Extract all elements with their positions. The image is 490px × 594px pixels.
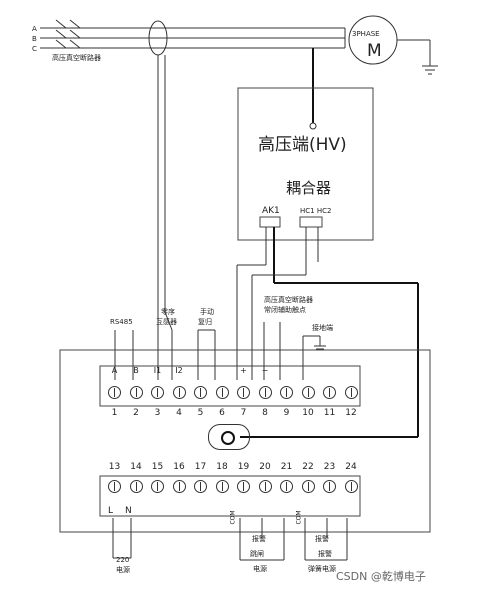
top-terminal-number: 12 — [345, 408, 357, 418]
bottom-terminal-number: 15 — [151, 462, 164, 472]
top-terminal-letter: B — [133, 366, 139, 375]
breaker-label: 高压真空断路器 — [52, 53, 101, 62]
manual-reset-label-2: 复归 — [198, 317, 212, 326]
bottom-letter-l: L — [108, 506, 114, 516]
phase-label-b: B — [32, 35, 37, 43]
top-terminal-screw — [344, 386, 358, 399]
top-terminal-screw — [301, 386, 315, 399]
top-terminal-number: 6 — [219, 408, 225, 418]
manual-reset-label-1: 手动 — [200, 307, 214, 316]
phase-lines — [40, 19, 346, 49]
top-terminal-screw — [215, 386, 229, 399]
power-supply-label-2: 电源 — [116, 565, 130, 574]
top-terminal-screw — [194, 386, 207, 399]
bottom-terminal-number: 16 — [173, 462, 185, 472]
watermark: CSDN @乾博电子 — [336, 570, 426, 583]
bottom-terminal-number: 19 — [237, 462, 250, 472]
alarm-label-2: 报警 — [318, 549, 332, 558]
bottom-terminal-number: 20 — [259, 462, 271, 472]
top-terminal-screw — [323, 386, 336, 399]
center-ct-window — [208, 424, 250, 450]
top-terminal-screw — [280, 386, 293, 399]
top-terminal-letter: + — [240, 366, 247, 375]
bottom-terminal-screw — [301, 480, 315, 493]
bottom-terminal-number: 13 — [108, 462, 121, 472]
alarm-label-1: 报警 — [315, 534, 329, 543]
top-terminal-number: 2 — [133, 408, 139, 418]
top-terminal-screw — [237, 386, 250, 399]
trip-label-1: 报警 — [252, 534, 266, 543]
bottom-terminal-screw — [172, 480, 186, 493]
top-terminal-screw — [129, 386, 143, 399]
vacuum-aux-label-2: 常闭辅助触点 — [264, 305, 306, 314]
top-terminal-screw — [108, 386, 121, 399]
bottom-terminal-screw — [151, 480, 164, 493]
terminal-block — [59, 349, 431, 533]
bottom-terminal-number: 14 — [130, 462, 142, 472]
top-terminal-number: 3 — [154, 408, 161, 418]
top-terminal-number: 9 — [283, 408, 290, 418]
zero-seq-label-2: 互感器 — [156, 317, 177, 326]
top-terminal-number: 11 — [323, 408, 336, 418]
bottom-terminal-screw — [215, 480, 229, 493]
phase-label-c: C — [32, 45, 37, 53]
motor-phase-label: 3PHASE — [352, 30, 380, 38]
zero-seq-label-1: 零序 — [161, 307, 175, 316]
phase-label-a: A — [32, 25, 37, 33]
bottom-terminal-screw — [323, 480, 336, 493]
top-terminal-letter: I2 — [175, 366, 183, 375]
bottom-terminal-number: 17 — [194, 462, 207, 472]
bottom-terminal-number: 21 — [280, 462, 293, 472]
top-terminal-number: 1 — [111, 408, 118, 418]
motor — [348, 15, 438, 75]
bottom-terminal-screw — [237, 480, 250, 493]
trip-label-2: 跳闸 — [250, 549, 264, 558]
top-terminal-number: 8 — [262, 408, 268, 418]
power-label: 电源 — [253, 564, 267, 573]
power-supply-label-1: 220 — [116, 556, 129, 564]
motor-symbol: M — [367, 41, 382, 61]
ground-label: 接地端 — [312, 323, 333, 332]
bottom-terminal-number: 23 — [323, 462, 336, 472]
top-terminal-letter: I1 — [153, 366, 162, 375]
bottom-terminal-number: 22 — [302, 462, 314, 472]
top-terminal-screw — [172, 386, 186, 399]
top-terminal-number: 4 — [176, 408, 182, 418]
bottom-terminal-screw — [194, 480, 207, 493]
top-terminal-letter: A — [111, 366, 118, 375]
bottom-terminal-screw — [129, 480, 143, 493]
top-terminal-screw — [151, 386, 164, 399]
bottom-terminal-number: 18 — [216, 462, 228, 472]
coupler-name: 耦合器 — [286, 179, 331, 197]
top-terminal-screw — [258, 386, 272, 399]
rs485-label: RS485 — [110, 318, 133, 326]
top-terminal-number: 7 — [240, 408, 247, 418]
vacuum-aux-label-1: 高压真空断路器 — [264, 295, 313, 304]
contact-block-label: 弹簧电源 — [308, 564, 336, 573]
top-terminal-letter: − — [261, 366, 269, 375]
center-ct-core — [221, 431, 235, 445]
coupler-hc-label: HC1 HC2 — [300, 207, 331, 215]
coupler-hv-label: 高压端(HV) — [258, 135, 347, 155]
bottom-letter-n: N — [125, 506, 132, 516]
top-terminal-number: 5 — [197, 408, 204, 418]
bottom-terminal-screw — [344, 480, 358, 493]
bottom-terminal-screw — [108, 480, 121, 493]
bottom-terminal-screw — [280, 480, 293, 493]
bottom-terminal-number: 24 — [345, 462, 357, 472]
bottom-terminal-screw — [258, 480, 272, 493]
coupler-ak-label: AK1 — [262, 206, 280, 216]
top-terminal-number: 10 — [302, 408, 314, 418]
